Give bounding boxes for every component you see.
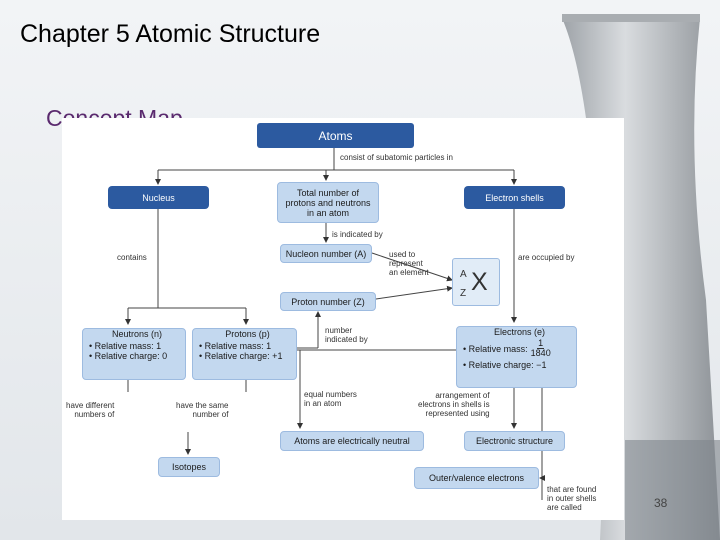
found-line-2: in outer shells [547,494,597,503]
symbol-z: Z [460,288,467,299]
link-have-different: have different numbers of [66,401,114,419]
total-line-2: protons and neutrons [285,197,371,208]
link-number-indicated-by: number indicated by [325,326,368,344]
fraction-denominator: 1840 [530,348,551,358]
arrangement-line-3: represented using [425,409,490,418]
node-element-symbol: A Z X [452,258,500,306]
arrangement-line-1: arrangement of [435,391,490,400]
node-isotopes: Isotopes [158,457,220,477]
protons-charge: • Relative charge: +1 [199,351,283,361]
used-line-3: an element [389,268,429,277]
node-electronic-structure: Electronic structure [464,431,565,451]
node-protons: Protons (p) • Relative mass: 1 • Relativ… [192,328,297,380]
link-found-outer: that are found in outer shells are calle… [547,485,596,512]
node-electrons: Electrons (e) • Relative mass: 1 1840 • … [456,326,577,388]
neutrons-title: Neutrons (n) [111,329,163,339]
same-line-2: number of [192,410,229,419]
used-line-1: used to [389,250,416,259]
electrons-charge: • Relative charge: −1 [463,360,547,370]
fraction-numerator: 1 [537,338,545,349]
link-used-to-represent: used to represent an element [389,250,429,277]
total-line-3: in an atom [306,207,350,218]
protons-mass: • Relative mass: 1 [199,341,272,351]
slide-title: Chapter 5 Atomic Structure [20,20,321,48]
number-line-2: indicated by [325,335,368,344]
atoms-neutral-label: Atoms are electrically neutral [294,436,410,446]
node-electron-shells: Electron shells [464,186,565,209]
node-atoms: Atoms [257,123,414,148]
arrangement-line-2: electrons in shells is [418,400,490,409]
node-atoms-label: Atoms [318,128,353,143]
node-outer-valence: Outer/valence electrons [414,467,539,489]
equal-line-1: equal numbers [304,390,357,399]
symbol-a: A [460,269,467,280]
node-nucleon-label: Nucleon number (A) [285,248,367,259]
link-contains: contains [117,253,147,262]
node-nucleus: Nucleus [108,186,209,209]
electrons-mass-label: • Relative mass: [463,343,528,354]
link-consist-of: consist of subatomic particles in [340,153,453,162]
node-proton-number-label: Proton number (Z) [291,296,365,307]
equal-line-2: in an atom [304,399,342,408]
line-proton-symbol [375,285,453,300]
used-line-2: represent [389,259,423,268]
node-atoms-neutral: Atoms are electrically neutral [280,431,424,451]
number-line-1: number [325,326,353,335]
link-have-same: have the same number of [176,401,228,419]
node-nucleon-number: Nucleon number (A) [280,244,372,263]
link-are-occupied-by: are occupied by [518,253,575,262]
isotopes-label: Isotopes [171,462,207,472]
found-line-1: that are found [547,485,597,494]
electrons-title: Electrons (e) [493,327,546,337]
neutrons-charge: • Relative charge: 0 [89,351,168,361]
node-shells-label: Electron shells [485,192,544,203]
link-is-indicated-by: is indicated by [332,230,383,239]
found-line-3: are called [547,503,582,512]
node-total-number: Total number of protons and neutrons in … [277,182,379,223]
link-equal-numbers: equal numbers in an atom [304,390,357,408]
symbol-x: X [471,268,488,296]
electronic-structure-label: Electronic structure [475,436,554,446]
outer-valence-label: Outer/valence electrons [428,473,525,483]
link-arrangement: arrangement of electrons in shells is re… [418,391,490,418]
different-line-1: have different [66,401,115,410]
page-number: 38 [654,496,668,510]
node-proton-number: Proton number (Z) [280,292,376,311]
line-nucleon-symbol [371,252,453,282]
protons-title: Protons (p) [225,329,270,339]
node-neutrons: Neutrons (n) • Relative mass: 1 • Relati… [82,328,186,380]
neutrons-mass: • Relative mass: 1 [89,341,162,351]
total-line-1: Total number of [296,187,360,198]
different-line-2: numbers of [74,410,115,419]
electrons-mass-fraction: 1 1840 [531,339,551,358]
same-line-1: have the same [176,401,229,410]
node-nucleus-label: Nucleus [142,192,175,203]
